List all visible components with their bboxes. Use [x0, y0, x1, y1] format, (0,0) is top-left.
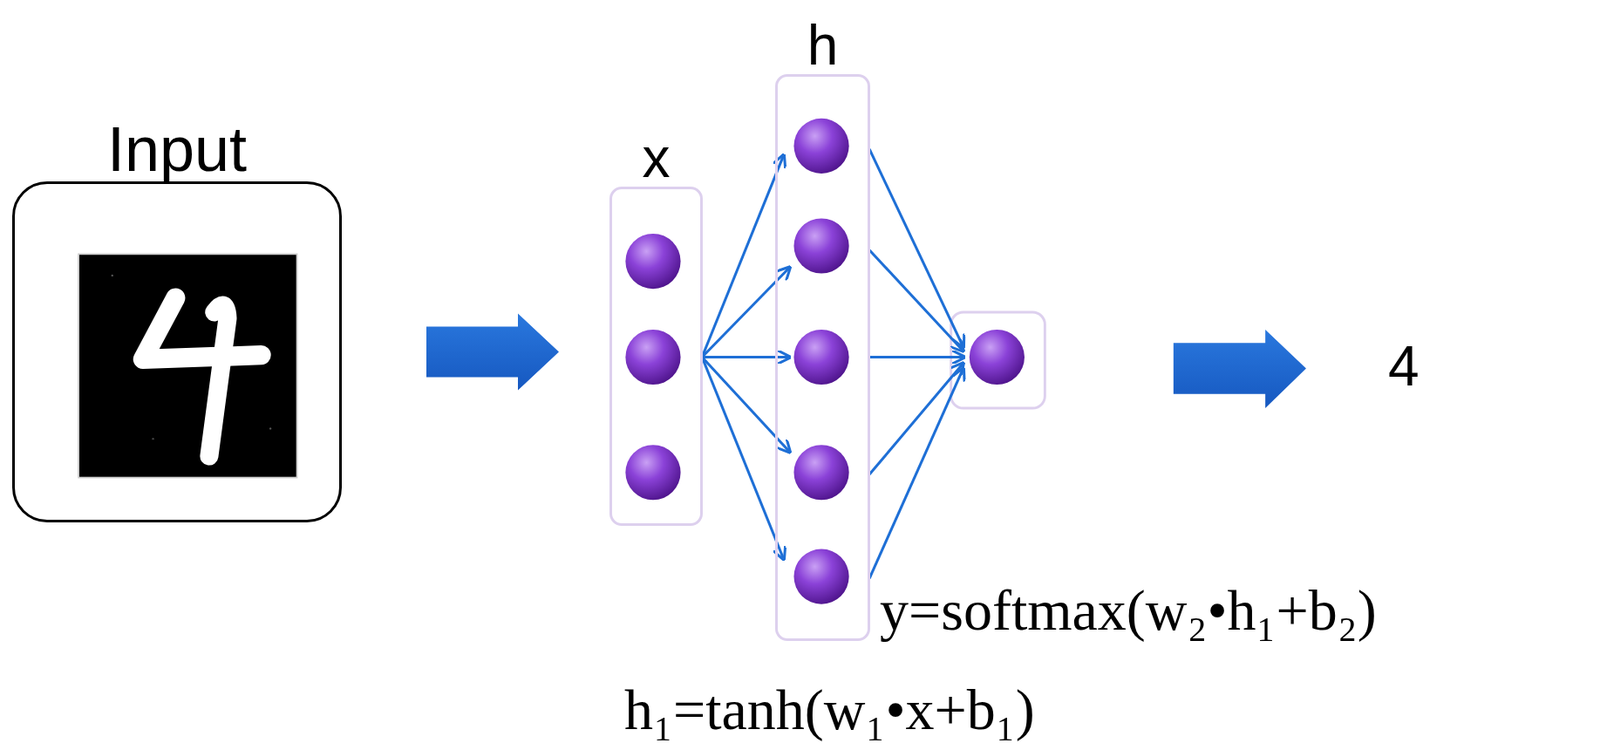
block-arrow — [1173, 329, 1307, 409]
weight-lines — [869, 149, 965, 579]
hidden-neurons — [793, 118, 849, 605]
input-box: Input — [12, 181, 342, 523]
layer-box: h — [775, 74, 871, 641]
output-layer-box — [951, 312, 1046, 409]
digit-image — [78, 253, 297, 477]
output-neuron — [969, 329, 1025, 385]
input-neurons — [625, 233, 681, 500]
layer-heading: Input — [107, 117, 247, 181]
layer-heading: x — [642, 129, 671, 186]
output-digit: 4 — [1388, 335, 1420, 397]
block-arrow — [426, 313, 559, 391]
layer-heading: h — [807, 17, 839, 74]
layer-box: x — [609, 186, 703, 526]
formula: y=softmax(w₂•h₁+b₂) — [879, 578, 1377, 643]
formula: h₁=tanh(w₁•x+b₁) — [624, 678, 1035, 743]
